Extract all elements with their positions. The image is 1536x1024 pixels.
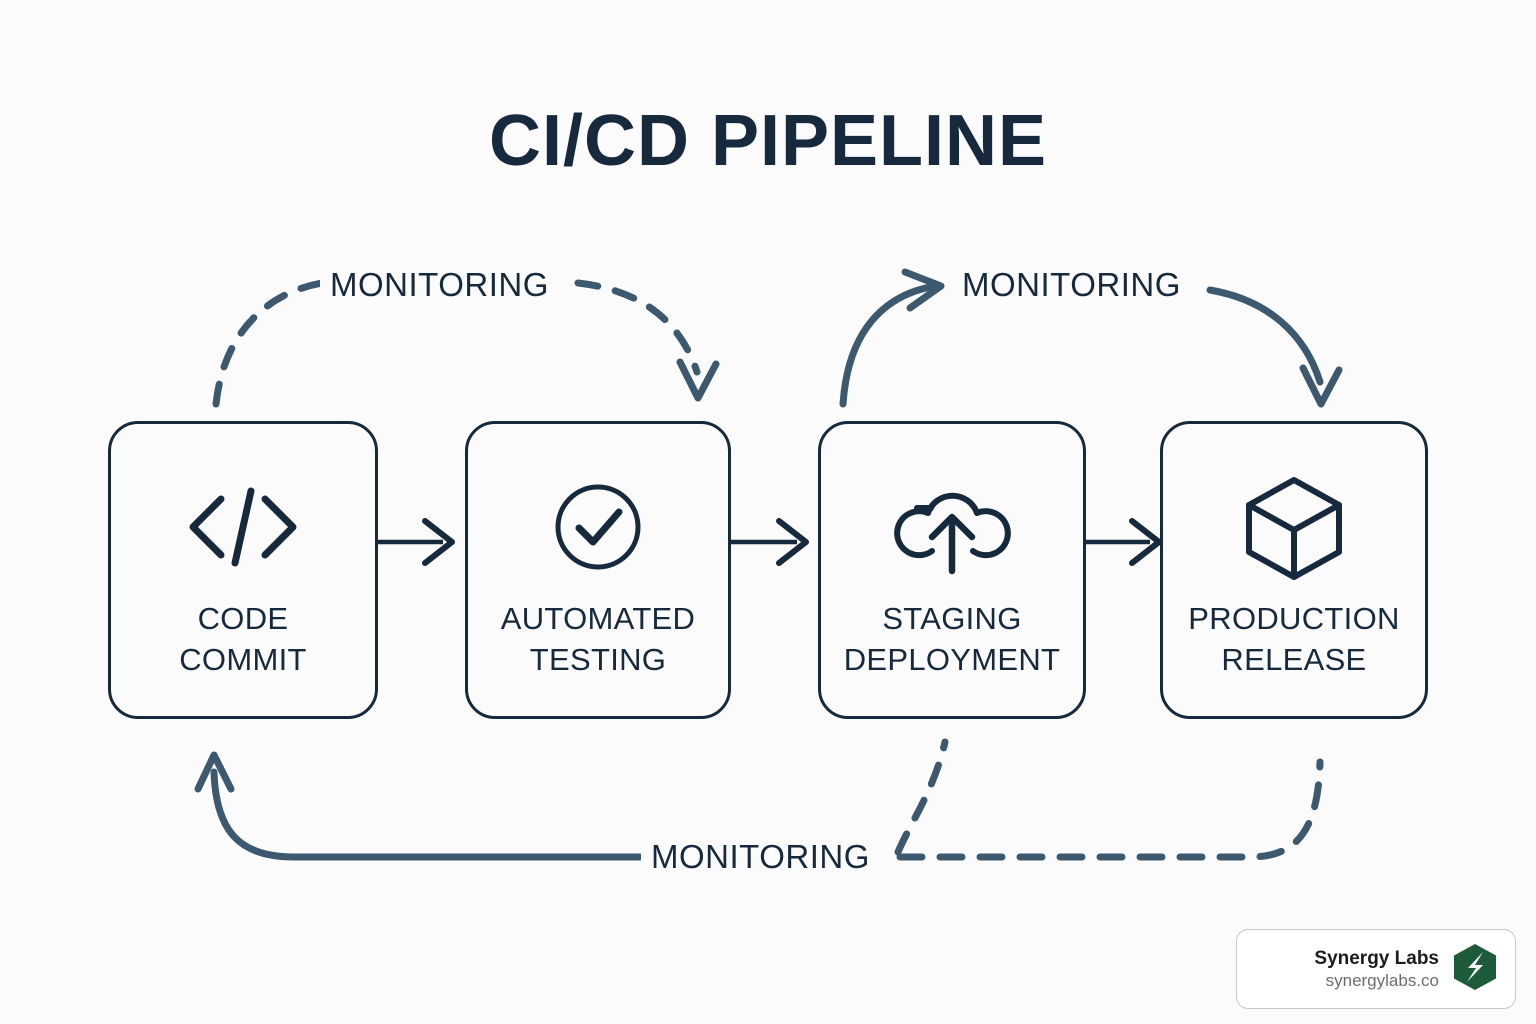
stage-label-automated-testing: AUTOMATED TESTING [500, 601, 696, 678]
synergy-hexagon-logo-icon [1449, 941, 1501, 998]
brand-badge[interactable]: Synergy Labs synergylabs.co [1236, 929, 1516, 1009]
stage-card-staging-deployment[interactable]: STAGING DEPLOYMENT [818, 421, 1086, 719]
code-brackets-icon [183, 472, 303, 582]
monitoring-label-top-right: MONITORING [952, 266, 1191, 304]
stage-label-code-commit: CODE COMMIT [179, 601, 307, 678]
stage-card-production-release[interactable]: PRODUCTION RELEASE [1160, 421, 1428, 719]
stage-label-staging-deployment: STAGING DEPLOYMENT [843, 601, 1061, 678]
cube-box-icon [1239, 472, 1349, 582]
cloud-upload-icon [887, 472, 1017, 582]
arrow-right-icon-1 [422, 518, 455, 566]
brand-name: Synergy Labs [1314, 947, 1439, 969]
check-circle-icon [548, 472, 648, 582]
page-title: CI/CD PIPELINE [488, 101, 1048, 181]
stage-label-production-release: PRODUCTION RELEASE [1188, 601, 1400, 678]
stage-card-automated-testing[interactable]: AUTOMATED TESTING [465, 421, 731, 719]
stage-card-code-commit[interactable]: CODE COMMIT [108, 421, 378, 719]
arrow-right-icon-3 [1129, 518, 1162, 566]
monitoring-label-top-left: MONITORING [320, 266, 559, 304]
brand-url: synergylabs.co [1325, 971, 1439, 991]
brand-text: Synergy Labs synergylabs.co [1314, 947, 1439, 992]
arrow-right-icon-2 [776, 518, 809, 566]
monitoring-label-bottom: MONITORING [641, 838, 880, 876]
